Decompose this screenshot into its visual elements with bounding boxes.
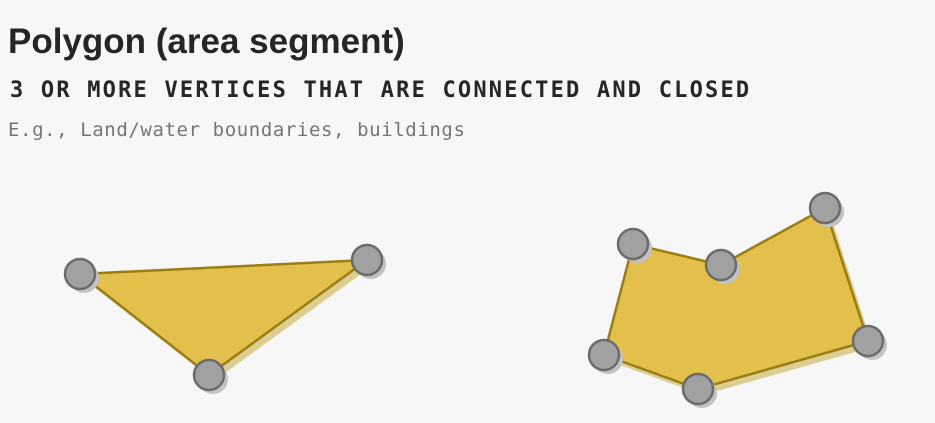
hexagon-vertex-4 — [851, 324, 887, 360]
hexagon-vertex-5 — [681, 372, 717, 408]
triangle-polygon-group — [63, 243, 386, 394]
page-title: Polygon (area segment) — [8, 22, 405, 61]
vertex-dot — [63, 257, 97, 291]
triangle-vertex-1 — [63, 257, 99, 293]
hexagon-vertex-6 — [587, 338, 623, 374]
example-caption: E.g., Land/water boundaries, buildings — [8, 119, 466, 141]
vertex-dot — [808, 191, 842, 225]
triangle-vertex-3 — [192, 358, 228, 394]
hexagon-polygon-group — [587, 191, 887, 408]
triangle-shape — [78, 258, 369, 377]
page-subtitle: 3 OR MORE VERTICES THAT ARE CONNECTED AN… — [10, 78, 752, 103]
vertex-dot — [587, 338, 621, 372]
vertex-dot — [681, 372, 715, 406]
vertex-dot — [704, 248, 738, 282]
vertex-dot — [350, 243, 384, 277]
vertex-dot — [851, 324, 885, 358]
hexagon-vertex-2 — [704, 248, 740, 284]
vertex-dot — [616, 227, 650, 261]
hexagon-vertex-3 — [808, 191, 844, 227]
vertex-dot — [192, 358, 226, 392]
triangle-vertex-2 — [350, 243, 386, 279]
hexagon-vertex-1 — [616, 227, 652, 263]
